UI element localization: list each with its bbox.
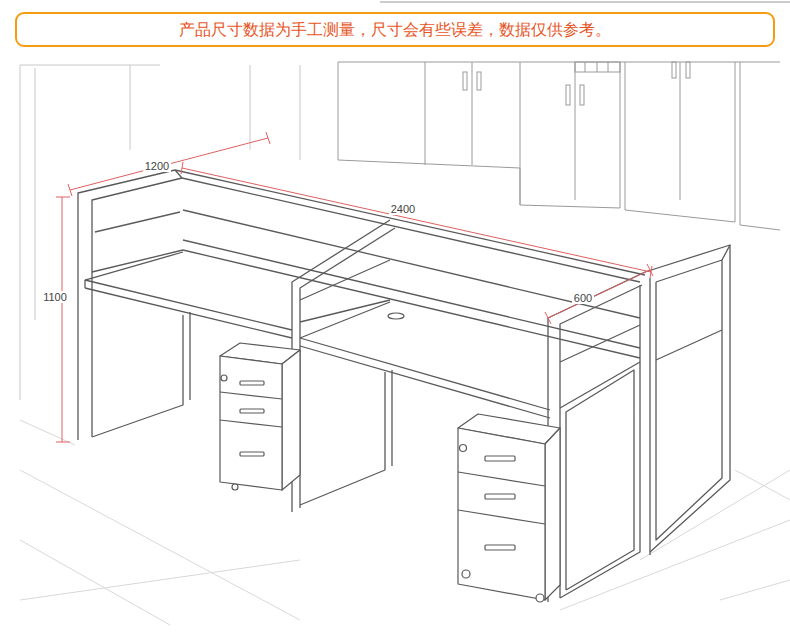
dimension-label: 600 bbox=[572, 292, 594, 304]
cable-grommet bbox=[388, 313, 404, 319]
dimension-label: 2400 bbox=[389, 203, 417, 215]
drawer-pedestal bbox=[220, 343, 560, 602]
dimension-lines bbox=[56, 132, 653, 442]
dimension-label: 1200 bbox=[143, 160, 171, 172]
dimension-label: 1100 bbox=[41, 291, 69, 303]
notice-text: 产品尺寸数据为手工测量，尺寸会有些误差，数据仅供参考。 bbox=[179, 20, 611, 39]
top-rule bbox=[380, 1, 790, 3]
workstation-frame bbox=[78, 170, 730, 602]
cabinets bbox=[338, 62, 780, 230]
notice-banner: 产品尺寸数据为手工测量，尺寸会有些误差，数据仅供参考。 bbox=[15, 12, 775, 47]
